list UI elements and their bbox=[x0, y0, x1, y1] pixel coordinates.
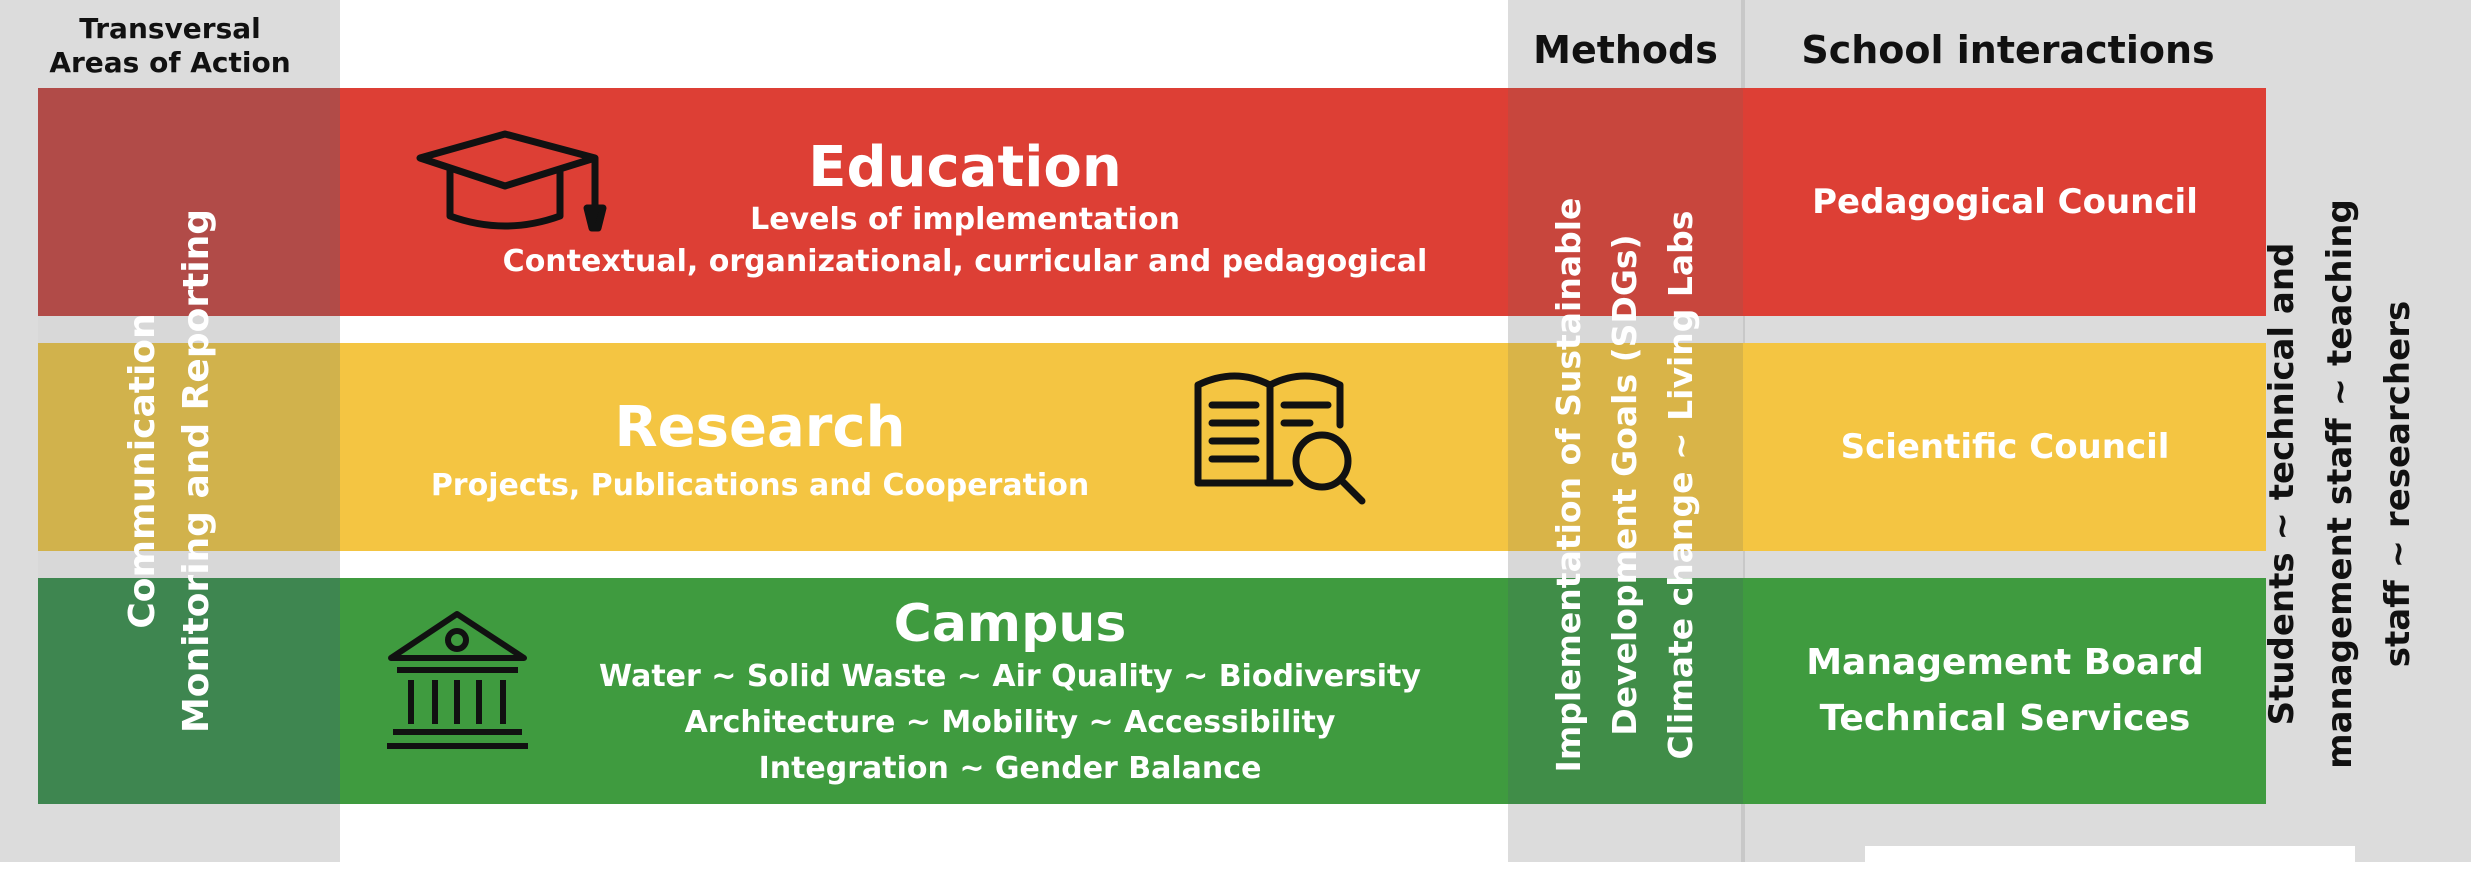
graduation-cap-icon bbox=[410, 128, 610, 238]
interaction-research-label: Scientific Council bbox=[1840, 427, 2170, 467]
research-band bbox=[38, 343, 2266, 551]
campus-line-1: Water ~ Solid Waste ~ Air Quality ~ Biod… bbox=[599, 659, 1421, 694]
header-transversal-line1: Transversal bbox=[79, 12, 261, 45]
transversal-vertical-line1: Communication bbox=[122, 313, 163, 629]
institution-building-icon bbox=[385, 608, 530, 753]
stakeholders-vertical-line2: management staff ~ teaching bbox=[2320, 199, 2360, 769]
research-line-1: Projects, Publications and Cooperation bbox=[430, 468, 1090, 503]
stakeholders-vertical-text: Students ~ technical and management staf… bbox=[2240, 164, 2440, 804]
methods-vertical-line1: Implementation of Sustainable bbox=[1549, 197, 1588, 773]
methods-vertical-line3: Climate change ~ Living Labs bbox=[1661, 210, 1700, 760]
campus-text-block: Campus Water ~ Solid Waste ~ Air Quality… bbox=[520, 588, 1500, 798]
research-text-block: Research Projects, Publications and Coop… bbox=[400, 380, 1120, 520]
interaction-education: Pedagogical Council bbox=[1745, 88, 2265, 316]
interaction-campus-label-2: Technical Services bbox=[1819, 698, 2191, 739]
methods-overlay bbox=[1508, 88, 1743, 804]
methods-vertical-text: Implementation of Sustainable Developmen… bbox=[1530, 95, 1720, 875]
header-transversal-line2: Areas of Action bbox=[49, 46, 291, 79]
transversal-overlay bbox=[38, 88, 340, 804]
bottom-white-strip bbox=[1865, 846, 2355, 862]
methods-vertical-line2: Development Goals (SDGs) bbox=[1605, 234, 1644, 736]
header-school-interactions: School interactions bbox=[1801, 28, 2215, 72]
education-title: Education bbox=[808, 135, 1122, 200]
education-line-2: Contextual, organizational, curricular a… bbox=[502, 244, 1428, 279]
education-band bbox=[38, 88, 2266, 316]
transversal-vertical-line2: Monitoring and Reporting bbox=[176, 208, 217, 734]
interaction-campus: Management Board Technical Services bbox=[1745, 578, 2265, 804]
education-text-block: Education Levels of implementation Conte… bbox=[430, 120, 1500, 300]
education-line-1: Levels of implementation bbox=[750, 202, 1180, 237]
stakeholders-vertical-line3: staff ~ researchers bbox=[2378, 300, 2418, 668]
campus-title: Campus bbox=[893, 594, 1127, 654]
campus-line-3: Integration ~ Gender Balance bbox=[758, 751, 1262, 786]
interaction-campus-label-1: Management Board bbox=[1806, 642, 2204, 683]
header-methods: Methods bbox=[1533, 28, 1718, 72]
stakeholders-vertical-line1: Students ~ technical and bbox=[2262, 242, 2302, 726]
interaction-education-label: Pedagogical Council bbox=[1812, 182, 2198, 222]
transversal-vertical-text: Communication Monitoring and Reporting bbox=[115, 131, 225, 811]
interaction-research: Scientific Council bbox=[1745, 343, 2265, 551]
campus-line-2: Architecture ~ Mobility ~ Accessibility bbox=[684, 705, 1336, 740]
book-magnifier-icon bbox=[1190, 365, 1370, 505]
research-title: Research bbox=[614, 395, 906, 460]
header-transversal: Transversal Areas of Action bbox=[0, 6, 340, 86]
